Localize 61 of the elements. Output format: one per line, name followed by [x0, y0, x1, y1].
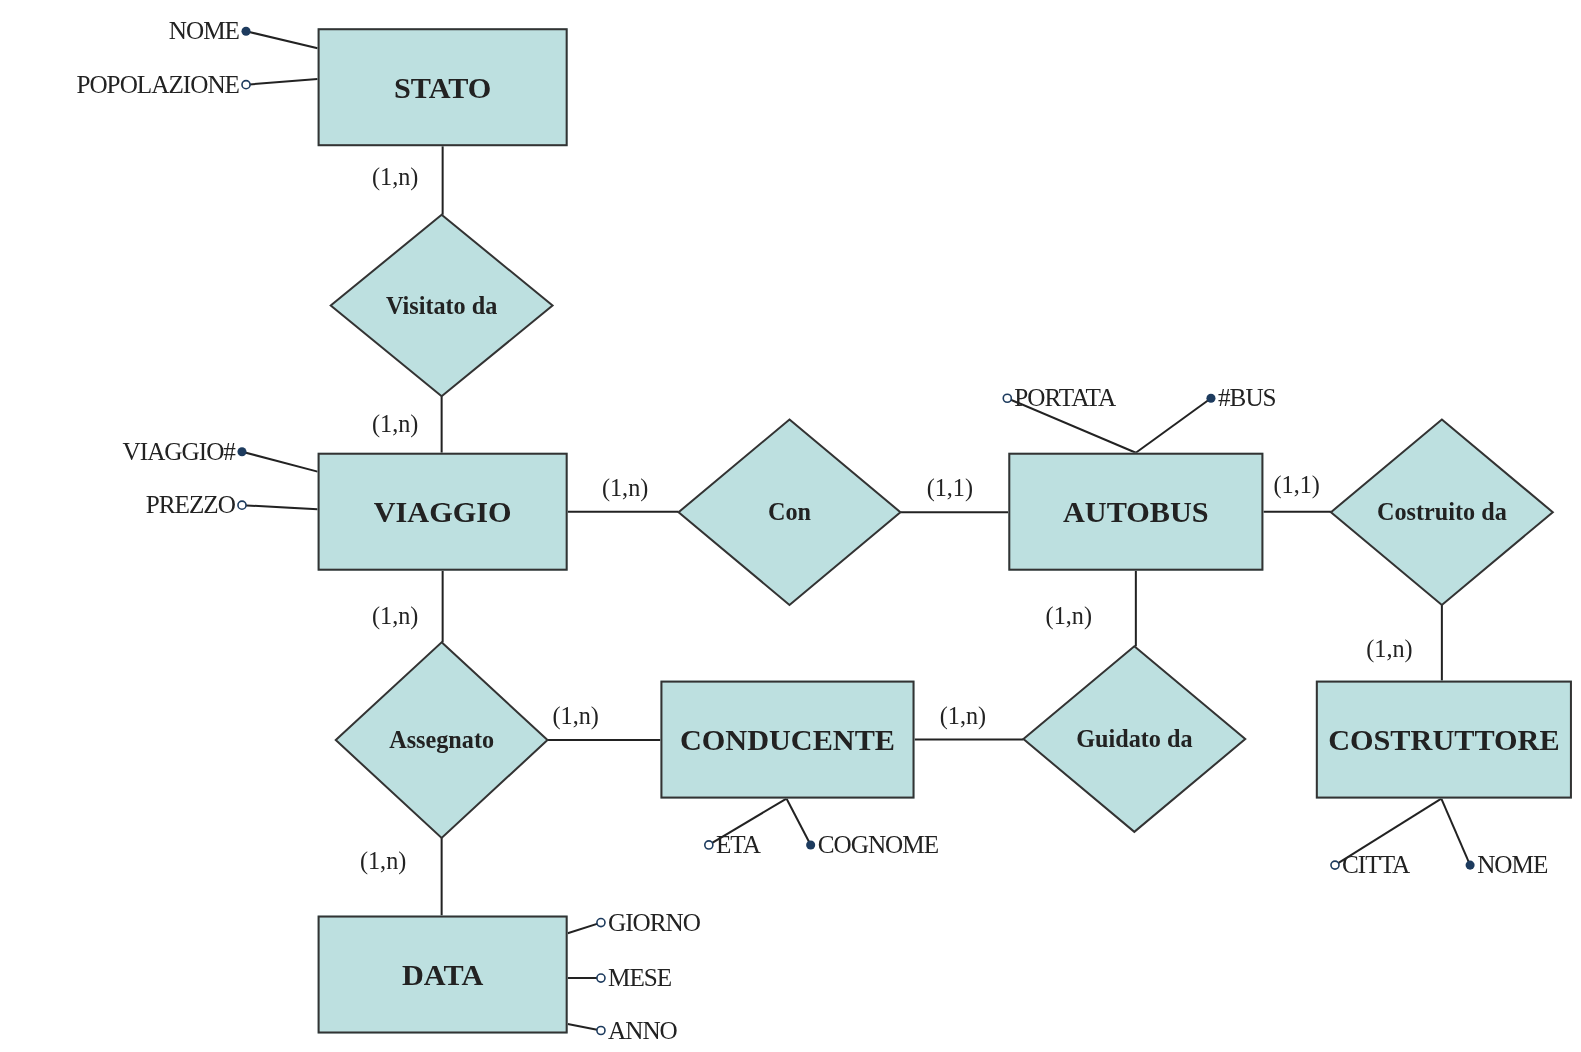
relationship-label: Visitato da	[384, 291, 499, 321]
relationship-line	[900, 511, 1009, 514]
entity-label: COSTRUTTORE	[1328, 722, 1560, 757]
attribute-connector	[241, 77, 318, 90]
entity-box	[317, 28, 568, 147]
relationship-line	[441, 570, 444, 643]
attribute-connector	[1330, 797, 1442, 870]
relationship-line	[1440, 605, 1443, 681]
entity-box	[660, 680, 915, 799]
entity-box	[317, 452, 568, 571]
entity-label: DATA	[402, 957, 484, 992]
entity-label: STATO	[393, 70, 492, 105]
attribute-label: VIAGGIO#	[122, 437, 235, 466]
relationship-line	[914, 738, 1024, 741]
relationship-line	[440, 396, 443, 453]
attribute-label: ANNO	[608, 1016, 677, 1045]
relationship-line	[440, 837, 443, 916]
attribute-label: PREZZO	[145, 491, 235, 520]
attribute-label: COGNOME	[817, 830, 939, 860]
attribute-label: NOME	[168, 17, 239, 46]
relationship-line	[441, 146, 444, 215]
entity-box	[1315, 680, 1572, 799]
attribute-label: PORTATA	[1014, 384, 1116, 413]
attribute-connector	[1135, 393, 1216, 454]
relationship-line	[567, 510, 679, 513]
relationship-diamond	[1023, 646, 1246, 832]
entity-label: CONDUCENTE	[679, 722, 896, 757]
attribute-label: NOME	[1477, 851, 1548, 880]
relationship-line	[1134, 570, 1137, 647]
relationship-label: Assegnato	[388, 726, 496, 756]
attribute-label: #BUS	[1218, 384, 1276, 413]
relationship-diamond	[335, 642, 548, 838]
entity-box	[1008, 452, 1264, 571]
relationship-label: Costruito da	[1376, 498, 1508, 528]
relationship-diamond	[1330, 419, 1553, 605]
attribute-label: GIORNO	[608, 908, 700, 937]
attribute-label: ETA	[715, 830, 760, 860]
entity-box	[317, 915, 568, 1034]
attribute-label: MESE	[608, 963, 672, 993]
relationship-line	[547, 739, 661, 742]
cardinality-label: (1,n)	[358, 848, 408, 875]
attribute-connector	[567, 917, 606, 935]
attribute-connector	[237, 500, 318, 511]
relationship-diamond	[330, 214, 553, 397]
relationship-label: Con	[767, 498, 812, 528]
entity-label: VIAGGIO	[373, 494, 512, 529]
attribute-connector	[785, 798, 816, 850]
attribute-connector	[1440, 798, 1475, 870]
attribute-connector	[1002, 393, 1137, 454]
relationship-diamond	[678, 419, 901, 605]
attribute-connector	[237, 447, 318, 473]
attribute-label: POPOLAZIONE	[76, 70, 239, 99]
entity-label: AUTOBUS	[1063, 494, 1209, 529]
attribute-connector	[567, 1023, 606, 1036]
relationship-label: Guidato da	[1075, 725, 1194, 755]
attribute-connector	[567, 973, 606, 983]
attribute-label: CITTA	[1342, 851, 1410, 880]
attribute-connector	[241, 26, 318, 50]
cardinality-label: (1,n)	[1365, 636, 1414, 663]
attribute-connector	[704, 797, 787, 850]
relationship-line	[1263, 510, 1331, 513]
